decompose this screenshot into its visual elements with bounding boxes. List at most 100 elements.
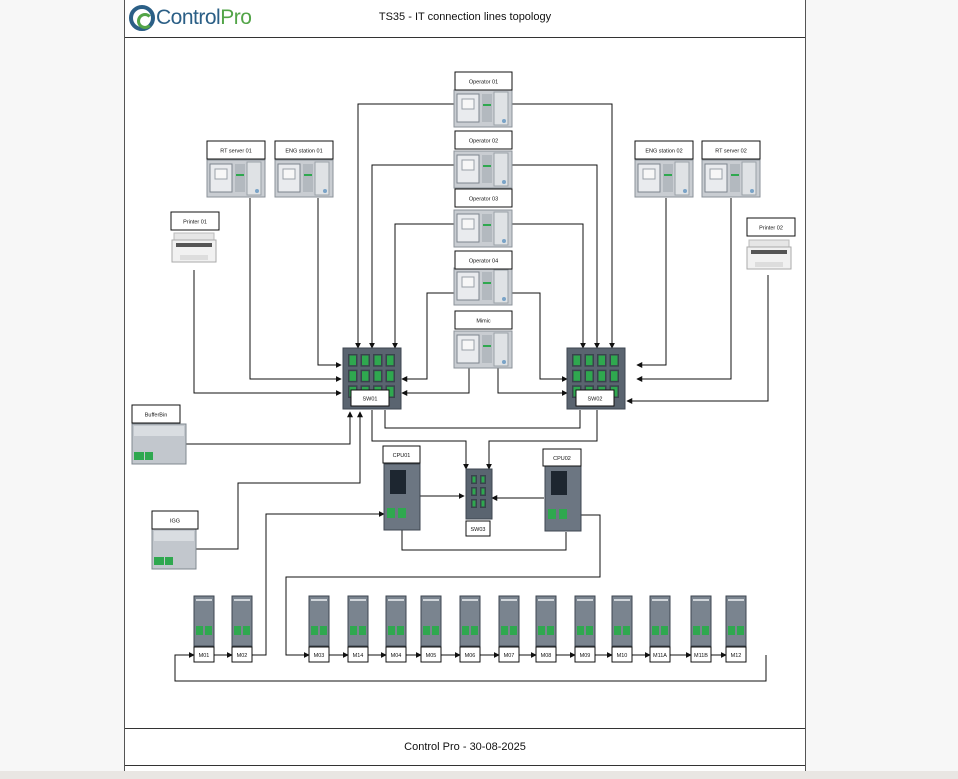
svg-text:RT server 01: RT server 01 bbox=[220, 149, 252, 155]
module-m11a-device bbox=[649, 595, 671, 647]
module-m10-device bbox=[611, 595, 633, 647]
module-m02-device bbox=[231, 595, 253, 647]
connection-line bbox=[249, 198, 342, 382]
label-module-m12: M12 bbox=[725, 646, 747, 663]
label-cpu02: CPU02 bbox=[542, 448, 582, 467]
bottom-strip bbox=[0, 771, 958, 779]
connection-line bbox=[626, 275, 769, 404]
label-cpu01: CPU01 bbox=[382, 445, 421, 464]
svg-text:M11B: M11B bbox=[694, 653, 708, 659]
svg-text:M09: M09 bbox=[580, 653, 591, 659]
svg-text:M14: M14 bbox=[353, 653, 364, 659]
label-rt-server-02: RT server 02 bbox=[701, 140, 761, 160]
connection-line bbox=[252, 511, 385, 656]
footer-text: Control Pro - 30-08-2025 bbox=[404, 741, 526, 753]
label-module-m14: M14 bbox=[347, 646, 369, 663]
page-title: TS35 - IT connection lines topology bbox=[378, 11, 552, 23]
footer: Control Pro - 30-08-2025 bbox=[125, 728, 805, 766]
eng-station-02-device bbox=[634, 159, 694, 198]
svg-text:M11A: M11A bbox=[653, 653, 667, 659]
module-m03-device bbox=[308, 595, 330, 647]
controlpro-logo-icon bbox=[129, 5, 155, 31]
svg-text:SW03: SW03 bbox=[471, 527, 486, 533]
label-operator-02: Operator 02 bbox=[454, 130, 513, 150]
connection-line bbox=[196, 411, 363, 550]
printer-02-icon bbox=[746, 239, 792, 270]
svg-text:Operator 01: Operator 01 bbox=[469, 80, 498, 86]
printer-01-icon bbox=[171, 232, 217, 263]
module-m11b-device bbox=[690, 595, 712, 647]
label-sw02: SW02 bbox=[575, 389, 615, 407]
label-module-m05: M05 bbox=[420, 646, 442, 663]
svg-text:M07: M07 bbox=[504, 653, 515, 659]
label-operator-04: Operator 04 bbox=[454, 250, 513, 270]
connection-line bbox=[401, 292, 454, 382]
header-divider bbox=[125, 37, 805, 38]
svg-text:CPU01: CPU01 bbox=[393, 453, 411, 459]
connection-line bbox=[512, 164, 600, 349]
svg-text:CPU02: CPU02 bbox=[553, 456, 571, 462]
logo-text: ControlPro bbox=[156, 6, 252, 29]
connection-line bbox=[369, 164, 454, 349]
svg-text:M10: M10 bbox=[617, 653, 628, 659]
label-sw01: SW01 bbox=[350, 389, 390, 407]
module-m05-device bbox=[420, 595, 442, 647]
sw03-switch bbox=[465, 468, 493, 520]
rt-server-02-device bbox=[701, 159, 761, 198]
label-module-m08: M08 bbox=[535, 646, 557, 663]
module-m07-device bbox=[498, 595, 520, 647]
svg-text:SW01: SW01 bbox=[363, 397, 378, 403]
connection-line bbox=[392, 223, 454, 349]
label-module-m04: M04 bbox=[385, 646, 407, 663]
connection-line bbox=[193, 270, 342, 396]
label-printer-01: Printer 01 bbox=[170, 211, 220, 231]
operator-02-device bbox=[453, 150, 513, 189]
operator-04-device bbox=[453, 267, 513, 306]
svg-text:Printer 02: Printer 02 bbox=[759, 226, 783, 232]
label-module-m11b: M11B bbox=[690, 646, 712, 663]
svg-text:ENG station 02: ENG station 02 bbox=[645, 149, 682, 155]
rt-server-01-device bbox=[206, 159, 266, 198]
mimic-device bbox=[453, 330, 513, 369]
label-rt-server-01: RT server 01 bbox=[206, 140, 266, 160]
label-igg: IGG bbox=[151, 510, 199, 530]
label-bufferbin: BufferBin bbox=[131, 404, 181, 424]
label-eng-station-01: ENG station 01 bbox=[274, 140, 334, 160]
eng-station-01-device bbox=[274, 159, 334, 198]
label-module-m03: M03 bbox=[308, 646, 330, 663]
svg-text:IGG: IGG bbox=[170, 519, 180, 525]
label-module-m06: M06 bbox=[459, 646, 481, 663]
svg-text:BufferBin: BufferBin bbox=[145, 413, 168, 419]
svg-text:SW02: SW02 bbox=[588, 397, 603, 403]
module-m08-device bbox=[535, 595, 557, 647]
connection-line bbox=[497, 364, 568, 396]
connection-line bbox=[512, 103, 615, 349]
svg-text:M12: M12 bbox=[731, 653, 742, 659]
connection-line bbox=[174, 652, 767, 682]
label-sw03: SW03 bbox=[465, 520, 491, 537]
logo: ControlPro bbox=[129, 3, 252, 33]
connection-line bbox=[317, 198, 342, 368]
connection-line bbox=[486, 410, 598, 470]
connection-line bbox=[636, 198, 732, 382]
module-m06-device bbox=[459, 595, 481, 647]
connection-line bbox=[401, 530, 567, 551]
cpu02-device bbox=[544, 464, 582, 532]
svg-text:M01: M01 bbox=[199, 653, 210, 659]
label-eng-station-02: ENG station 02 bbox=[634, 140, 694, 160]
connection-line bbox=[636, 198, 667, 368]
label-mimic: Mimic bbox=[454, 310, 513, 330]
cpu01-device bbox=[383, 463, 421, 531]
svg-text:M06: M06 bbox=[465, 653, 476, 659]
operator-03-device bbox=[453, 209, 513, 248]
connection-lines bbox=[174, 103, 769, 682]
connection-line bbox=[512, 292, 568, 382]
module-m12-device bbox=[725, 595, 747, 647]
connection-line bbox=[355, 103, 454, 349]
connection-line bbox=[285, 514, 601, 658]
svg-text:M03: M03 bbox=[314, 653, 325, 659]
module-m14-device bbox=[347, 595, 369, 647]
module-m09-device bbox=[574, 595, 596, 647]
